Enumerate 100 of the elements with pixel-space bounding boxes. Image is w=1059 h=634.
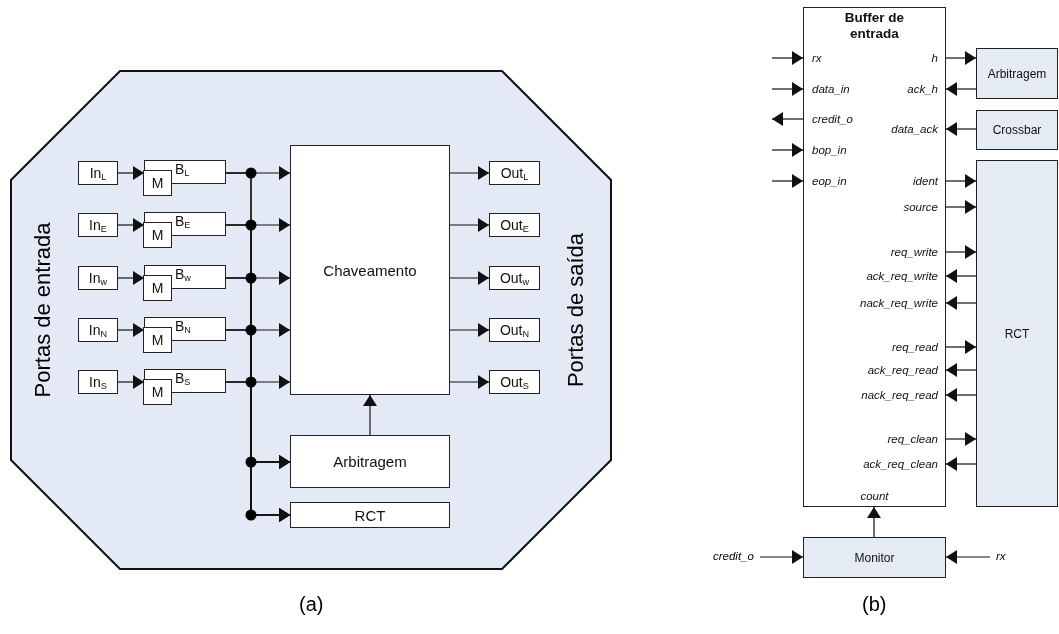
port-label: ack_req_clean (863, 458, 938, 471)
block-label: In$_{N}$ (88, 321, 108, 339)
port-label: req_write (890, 246, 938, 259)
module-box (803, 537, 946, 578)
arrow (945, 432, 977, 446)
module-box (976, 48, 1058, 99)
switch-block (290, 145, 450, 395)
input-port-box (78, 213, 118, 237)
memory-box (143, 222, 172, 248)
arrow (449, 375, 490, 389)
arrow (945, 51, 977, 65)
panel-caption: (a) (299, 592, 324, 616)
port-label: bop_in (812, 144, 847, 157)
edge-label: credit_o (713, 550, 754, 563)
port-label: count (859, 490, 890, 503)
arrow (771, 143, 804, 157)
block-label: B$_{w}$ (175, 266, 191, 285)
memory-box (143, 275, 172, 301)
input-port-box (78, 370, 118, 394)
arrow (449, 271, 490, 285)
arrow (945, 340, 977, 354)
input-port-box (78, 318, 118, 342)
block-label: M (151, 332, 164, 348)
block-label: M (151, 175, 164, 191)
arrow (945, 245, 977, 259)
block-label: RCT (354, 506, 386, 524)
arrow (771, 51, 804, 65)
arrow (449, 218, 490, 232)
arrow (771, 82, 804, 96)
buffer-block (803, 7, 946, 507)
block-label: Arbitragem (333, 453, 407, 470)
block-label: Out$_{N}$ (499, 321, 530, 339)
block-label: Monitor (854, 550, 895, 565)
routing-table-block (290, 502, 450, 528)
arrow (117, 218, 145, 232)
output-port-box (489, 266, 540, 290)
memory-box (143, 327, 172, 353)
arbiter-block (290, 435, 450, 488)
arrow (771, 112, 804, 126)
arrow (945, 200, 977, 214)
port-label: nack_req_read (861, 389, 938, 402)
block-label: M (151, 384, 164, 400)
block-label: Out$_{L}$ (500, 164, 529, 182)
arrow (945, 82, 977, 96)
arrow (759, 550, 804, 564)
arrow (117, 271, 145, 285)
block-label: M (151, 227, 164, 243)
block-label: Out$_{E}$ (500, 216, 529, 234)
arrow (449, 323, 490, 337)
panel-caption: (b) (862, 592, 887, 616)
output-port-box (489, 318, 540, 342)
input-port-box (78, 266, 118, 290)
arrow (945, 363, 977, 377)
arrow (117, 323, 145, 337)
port-label: h (931, 52, 938, 65)
side-label: Portas de entrada (29, 222, 56, 398)
arrow (945, 269, 977, 283)
block-label: M (151, 280, 164, 296)
block-label: B$_{N}$ (175, 318, 191, 337)
block-label: Out$_{S}$ (500, 373, 529, 391)
module-box (976, 110, 1058, 150)
port-label: source (903, 201, 938, 214)
router-octagon (10, 70, 612, 570)
port-label: data_in (812, 83, 850, 96)
block-label: In$_{L}$ (89, 164, 107, 182)
memory-box (143, 170, 172, 196)
port-label: ack_req_write (866, 270, 938, 283)
port-label: req_read (891, 341, 938, 354)
arrow (945, 122, 977, 136)
arrow (867, 506, 881, 538)
block-label: Arbitragem (987, 66, 1047, 81)
port-label: rx (812, 52, 822, 65)
port-label: ack_req_read (867, 364, 938, 377)
edge-label: rx (996, 550, 1006, 563)
block-label: In$_{w}$ (88, 269, 108, 287)
block-label: In$_{S}$ (89, 373, 107, 391)
arrow (945, 174, 977, 188)
arrow (117, 166, 145, 180)
port-label: eop_in (812, 175, 847, 188)
block-label: In$_{E}$ (89, 216, 107, 234)
block-label: RCT (1004, 326, 1030, 341)
arrow (945, 457, 977, 471)
port-label: credit_o (812, 113, 853, 126)
port-label: data_ack (891, 123, 938, 136)
arrow (771, 174, 804, 188)
port-label: nack_req_write (860, 297, 938, 310)
arrow (363, 394, 377, 436)
port-label: ack_h (907, 83, 938, 96)
block-label: B$_{S}$ (175, 370, 191, 389)
block-label: Chaveamento (323, 261, 417, 279)
arrow (117, 375, 145, 389)
arrow (449, 166, 490, 180)
memory-box (143, 379, 172, 405)
block-label: Crossbar (992, 123, 1042, 137)
output-port-box (489, 161, 540, 185)
block-label: B$_{L}$ (175, 161, 190, 180)
block-title: Buffer de entrada (843, 10, 906, 42)
output-port-box (489, 370, 540, 394)
arrow (945, 550, 991, 564)
block-label: B$_{E}$ (175, 213, 191, 232)
